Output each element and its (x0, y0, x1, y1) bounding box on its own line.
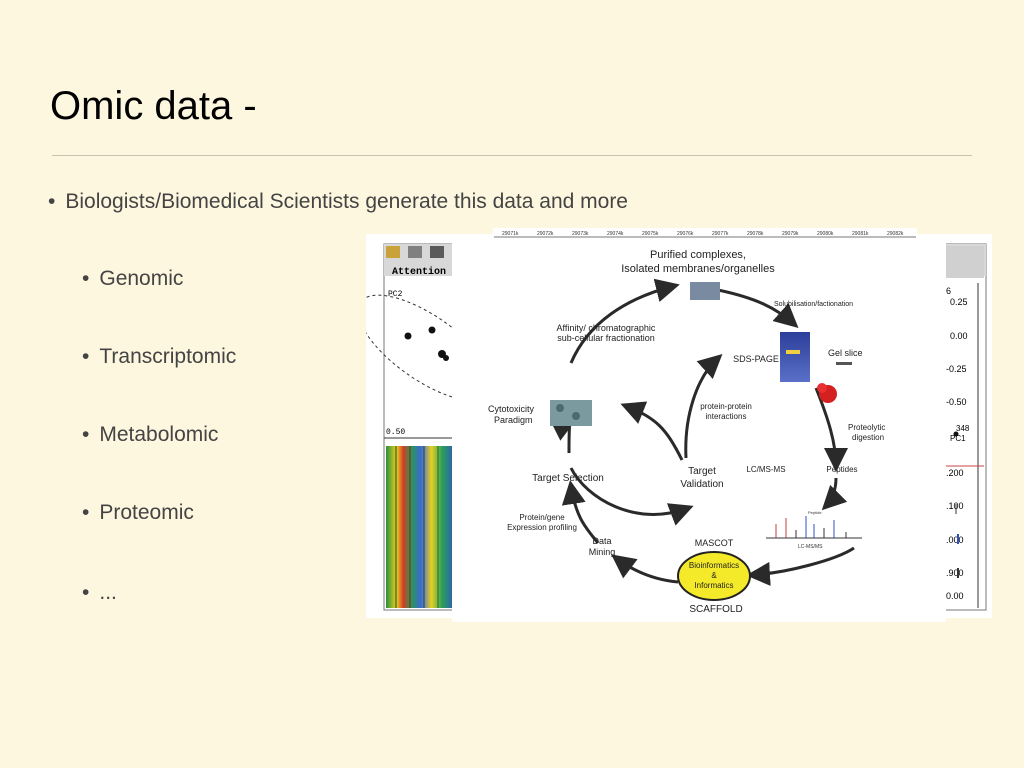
gene-track-strip: 29071k 29072k 29073k 29074k 29075k 29076… (493, 228, 917, 240)
proteolytic-label: digestion (852, 433, 884, 442)
grid-icon[interactable] (430, 246, 444, 258)
cell-image (550, 400, 592, 426)
attention-label: Attention (392, 266, 446, 278)
pc2-label: PC2 (388, 290, 403, 299)
axis-tick: 0.25 (950, 297, 968, 307)
strip-ticks: 29071k 29072k 29073k 29074k 29075k 29076… (502, 231, 904, 237)
bioinformatics-label: Bioinformatics (689, 561, 739, 570)
profiling-label: Expression profiling (507, 523, 577, 532)
sub-bullet-proteomic: • Proteomic (82, 501, 194, 525)
pca-point (404, 332, 412, 340)
data-mining-label: Data (592, 536, 611, 546)
sub-bullet-genomic: • Genomic (82, 267, 183, 291)
heatmap (386, 446, 456, 608)
bullet-main: • Biologists/Biomedical Scientists genera… (48, 190, 628, 214)
figure-collage: Attention PC2 0.50 6 0.25 0.00 -0.25 -0.… (357, 228, 992, 628)
solubilisation-label: Solubilisation/factionation (774, 301, 853, 308)
peptide-small-label: Peptide (808, 510, 822, 515)
strip-tick: 29078k (747, 231, 764, 237)
axis-tick: 0.00 (950, 331, 968, 341)
affinity-label: Affinity/ chromatographic (557, 323, 656, 333)
sub-bullet-ellipsis: •... (82, 581, 117, 605)
affinity-label: sub-cellular fractionation (557, 333, 655, 343)
strip-tick: 29075k (642, 231, 659, 237)
sub-bullet-text: Metabolomic (99, 423, 219, 446)
mascot-label: MASCOT (695, 538, 734, 548)
target-selection-label: Target Selection (532, 473, 604, 484)
sub-bullet-transcriptomic: • Transcriptomic (82, 345, 236, 369)
cytotoxicity-label: Cytotoxicity (488, 404, 535, 414)
axis-tick: PC1 (950, 434, 966, 443)
bioinformatics-label: Informatics (694, 581, 733, 590)
axis-tick: .100 (946, 501, 964, 511)
membrane-image (690, 282, 720, 300)
strip-tick: 29076k (677, 231, 694, 237)
bullet-dot: • (82, 345, 90, 368)
sub-bullet-text: Proteomic (99, 501, 194, 524)
axis-tick: 348 (956, 424, 970, 433)
print-icon[interactable] (408, 246, 422, 258)
lcms-small-label: LC-MS/MS (798, 544, 823, 550)
tick-label: 0.50 (386, 428, 405, 437)
strip-tick: 29073k (572, 231, 589, 237)
bullet-dot: • (82, 501, 90, 524)
bullet-dot: • (48, 190, 56, 213)
target-validation-label: Target (688, 466, 716, 477)
bullet-dot: • (82, 581, 90, 604)
ppi-label: protein-protein (700, 402, 752, 411)
bullet-dot: • (82, 423, 90, 446)
axis-tick: 6 (946, 286, 951, 296)
target-validation-label: Validation (680, 479, 723, 490)
axis-tick: -0.25 (946, 364, 967, 374)
gel-image (780, 332, 810, 382)
strip-tick: 29077k (712, 231, 729, 237)
title-divider (52, 155, 972, 156)
bullet-dot: • (82, 267, 90, 290)
proteomics-workflow-diagram: Purified complexes, Isolated membranes/o… (452, 240, 946, 622)
axis-tick: .900 (946, 568, 964, 578)
slide-title: Omic data - (50, 84, 257, 128)
bioinformatics-ellipse (677, 551, 751, 601)
ppi-label: interactions (706, 412, 747, 421)
pca-point (428, 326, 436, 334)
sub-bullet-text: Transcriptomic (99, 345, 237, 368)
bioinformatics-label: & (711, 571, 717, 580)
strip-tick: 29079k (782, 231, 799, 237)
gel-slice-label: Gel slice (828, 348, 863, 358)
isolated-label: Isolated membranes/organelles (621, 263, 775, 275)
strip-tick: 29072k (537, 231, 554, 237)
profiling-label: Protein/gene (519, 513, 565, 522)
right-axis-labels: 6 0.25 0.00 -0.25 -0.50 348 PC1 .200 .10… (946, 286, 970, 601)
peptides-label: Peptides (826, 465, 857, 474)
proteolytic-label: Proteolytic (848, 423, 885, 432)
ms-spectrum: Peptide LC-MS/MS (766, 510, 862, 550)
axis-tick: 0.00 (946, 591, 964, 601)
folder-icon[interactable] (386, 246, 400, 258)
collage-svg: Attention PC2 0.50 6 0.25 0.00 -0.25 -0.… (357, 228, 992, 622)
strip-tick: 29074k (607, 231, 624, 237)
paradigm-label: Paradigm (494, 415, 533, 425)
strip-tick: 29081k (852, 231, 869, 237)
sub-bullet-text: ... (99, 581, 117, 604)
axis-tick: .000 (946, 535, 964, 545)
pca-point (443, 355, 449, 361)
purified-label: Purified complexes, (650, 249, 746, 261)
sub-bullet-text: Genomic (99, 267, 184, 290)
strip-tick: 29080k (817, 231, 834, 237)
strip-tick: 29071k (502, 231, 519, 237)
lcmsms-label: LC/MS-MS (746, 465, 785, 474)
scaffold-label: SCAFFOLD (689, 604, 742, 615)
strip-tick: 29082k (887, 231, 904, 237)
axis-tick: -0.50 (946, 397, 967, 407)
data-mining-label: Mining (589, 547, 616, 557)
axis-tick: .200 (946, 468, 964, 478)
sub-bullet-metabolomic: • Metabolomic (82, 423, 218, 447)
bullet-main-text: Biologists/Biomedical Scientists generat… (65, 190, 628, 213)
sds-page-label: SDS-PAGE (733, 354, 779, 364)
